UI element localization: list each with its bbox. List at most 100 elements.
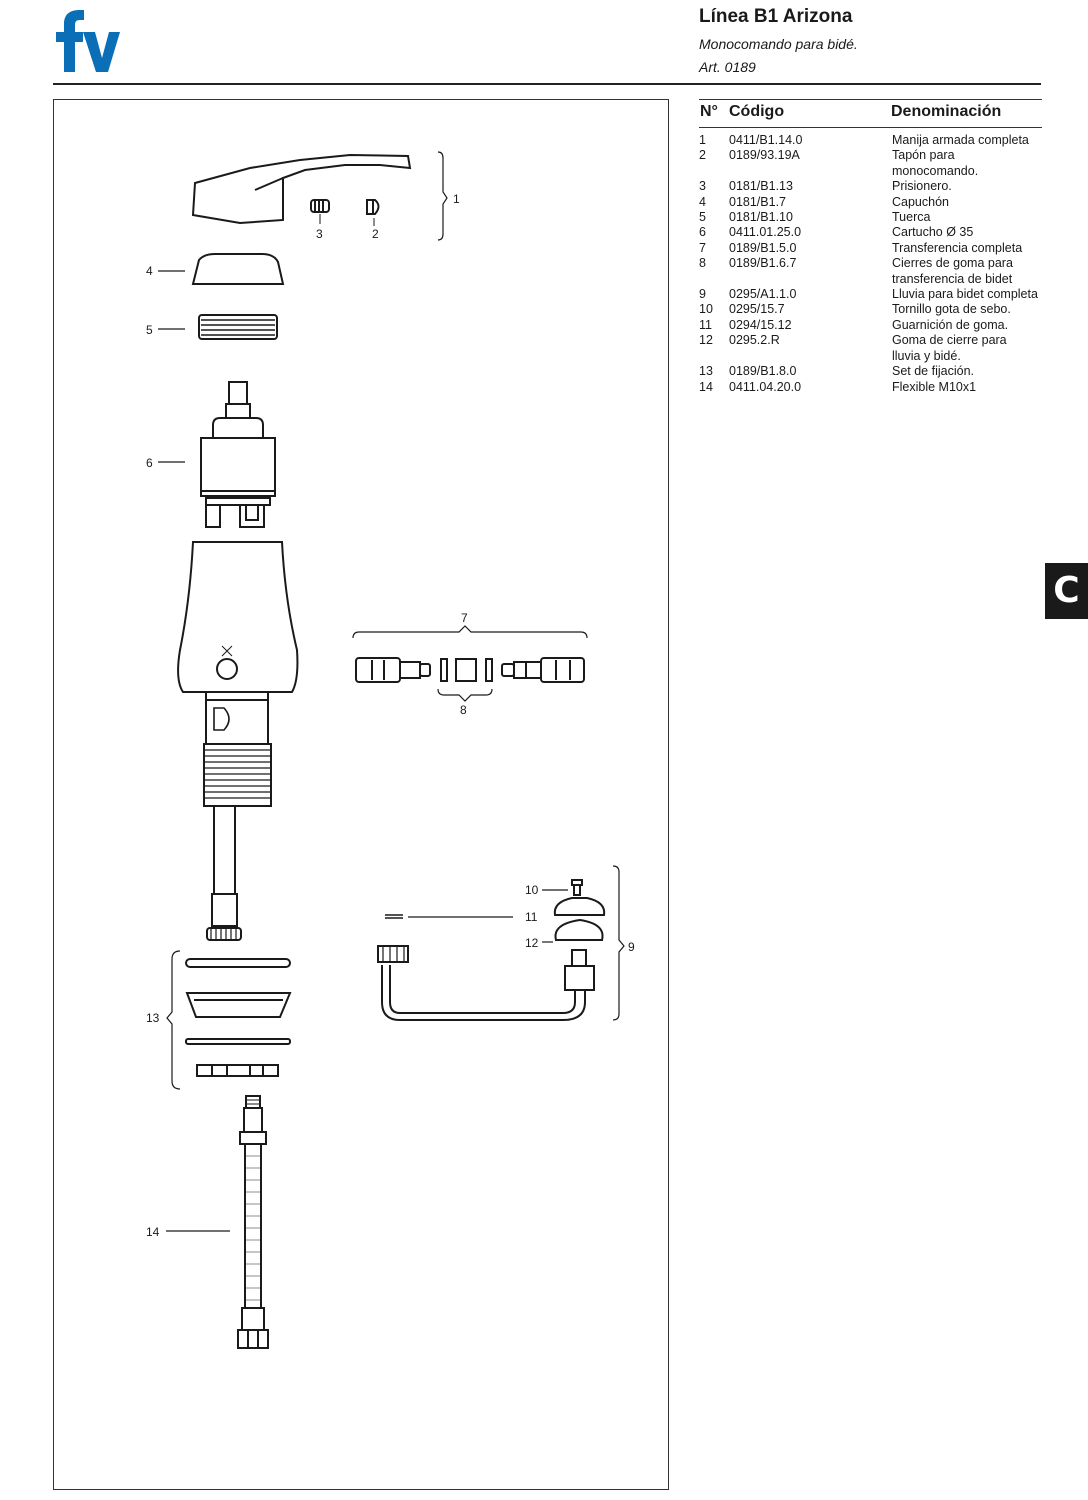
part-screw-3 bbox=[310, 199, 330, 224]
callout-5: 5 bbox=[146, 323, 153, 337]
header-no: N° bbox=[700, 103, 718, 120]
table-row: 11 0294/15.12 Guarnición de goma. bbox=[699, 318, 1042, 333]
row-code: 0189/B1.8.0 bbox=[729, 364, 797, 379]
part-cartridge bbox=[200, 381, 276, 528]
row-code: 0295/A1.1.0 bbox=[729, 287, 797, 302]
part-transfer bbox=[355, 657, 585, 683]
table-row: 7 0189/B1.5.0 Transferencia completa bbox=[699, 241, 1042, 256]
row-name: Cierres de goma para transferencia de bi… bbox=[892, 256, 1013, 286]
row-code: 0411.04.20.0 bbox=[729, 379, 802, 394]
row-name: Capuchón bbox=[892, 194, 949, 209]
table-row: 12 0295.2.R Goma de cierre para lluvia y b… bbox=[699, 333, 1042, 364]
diagram-frame bbox=[53, 99, 669, 1490]
page-title: Línea B1 Arizona bbox=[699, 6, 853, 27]
row-name: Tuerca bbox=[892, 210, 931, 225]
callout-12: 12 bbox=[525, 936, 539, 950]
callout-10: 10 bbox=[525, 883, 539, 897]
row-name: Prisionero. bbox=[892, 179, 952, 194]
row-name: Manija armada completa bbox=[892, 133, 1029, 147]
part-nut bbox=[198, 314, 278, 340]
row-code: 0411/B1.14.0 bbox=[729, 133, 803, 147]
callout-4: 4 bbox=[146, 264, 153, 278]
callout-13: 13 bbox=[146, 1011, 160, 1025]
header-rule bbox=[53, 83, 1041, 85]
row-name: Transferencia completa bbox=[892, 240, 1023, 255]
callout-8: 8 bbox=[460, 703, 467, 717]
row-code: 0189/93.19A bbox=[729, 148, 800, 163]
row-no: 2 bbox=[699, 148, 706, 163]
table-row: 6 0411.01.25.0 Cartucho Ø 35 bbox=[699, 225, 1042, 240]
bracket-1 bbox=[437, 151, 448, 241]
row-no: 10 bbox=[699, 302, 713, 317]
callout-2: 2 bbox=[372, 227, 379, 241]
bracket-13 bbox=[166, 950, 181, 1090]
row-code: 0295/15.7 bbox=[729, 302, 785, 317]
row-no: 9 bbox=[699, 287, 706, 302]
row-name: Tapón para monocomando. bbox=[892, 148, 979, 178]
part-flexible-hose bbox=[237, 1095, 269, 1349]
part-plug-2 bbox=[366, 199, 380, 226]
row-no: 6 bbox=[699, 225, 706, 240]
row-no: 13 bbox=[699, 364, 713, 379]
table-row: 10 0295/15.7 Tornillo gota de sebo. bbox=[699, 302, 1042, 317]
row-no: 5 bbox=[699, 210, 706, 225]
row-code: 0295.2.R bbox=[729, 333, 780, 348]
row-no: 3 bbox=[699, 179, 706, 194]
row-code: 0294/15.12 bbox=[729, 317, 792, 332]
table-row: 5 0181/B1.10 Tuerca bbox=[699, 210, 1042, 225]
row-name: Cartucho Ø 35 bbox=[892, 225, 974, 240]
callout-14: 14 bbox=[146, 1225, 160, 1239]
callout-3: 3 bbox=[316, 227, 323, 241]
part-cap bbox=[191, 253, 285, 285]
callout-1: 1 bbox=[453, 192, 460, 206]
row-code: 0189/B1.5.0 bbox=[729, 240, 797, 255]
parts-table: N° Código Denominación 1 0411/B1.14.0 Mani… bbox=[699, 99, 1042, 395]
row-code: 0411.01.25.0 bbox=[729, 225, 802, 240]
row-no: 11 bbox=[699, 317, 712, 332]
row-name: Flexible M10x1 bbox=[892, 379, 977, 394]
table-row: 13 0189/B1.8.0 Set de fijación. bbox=[699, 364, 1042, 379]
callout-7: 7 bbox=[461, 611, 468, 625]
part-handle bbox=[191, 153, 412, 225]
row-code: 0181/B1.13 bbox=[729, 179, 793, 194]
table-header: N° Código Denominación bbox=[699, 99, 1042, 128]
row-code: 0189/B1.6.7 bbox=[729, 256, 797, 271]
part-fixing-set bbox=[185, 958, 292, 1077]
row-no: 7 bbox=[699, 240, 706, 255]
row-name: Guarnición de goma. bbox=[892, 317, 1009, 332]
bracket-9 bbox=[612, 865, 625, 1021]
table-row: 14 0411.04.20.0 Flexible M10x1 bbox=[699, 380, 1042, 395]
page-subtitle: Monocomando para bidé. bbox=[699, 36, 858, 52]
row-name: Lluvia para bidet completa bbox=[892, 287, 1038, 302]
row-name: Goma de cierre para lluvia y bidé. bbox=[892, 333, 1007, 363]
callout-6: 6 bbox=[146, 456, 153, 470]
table-row: 8 0189/B1.6.7 Cierres de goma para transfe… bbox=[699, 256, 1042, 287]
table-row: 1 0411/B1.14.0 Manija armada completa bbox=[699, 133, 1042, 148]
callout-11: 11 bbox=[525, 910, 538, 924]
part-body bbox=[177, 541, 299, 941]
article-number: Art. 0189 bbox=[699, 59, 756, 75]
table-row: 4 0181/B1.7 Capuchón bbox=[699, 195, 1042, 210]
fv-logo bbox=[56, 10, 120, 72]
table-body: 1 0411/B1.14.0 Manija armada completa 2 018… bbox=[699, 133, 1042, 395]
table-row: 3 0181/B1.13 Prisionero. bbox=[699, 179, 1042, 194]
row-name: Set de fijación. bbox=[892, 364, 974, 379]
row-no: 4 bbox=[699, 194, 706, 209]
row-no: 8 bbox=[699, 256, 706, 271]
header-name: Denominación bbox=[891, 103, 1002, 120]
row-no: 1 bbox=[699, 133, 706, 147]
bracket-7 bbox=[352, 625, 588, 639]
row-name: Tornillo gota de sebo. bbox=[892, 302, 1011, 317]
row-no: 14 bbox=[699, 379, 713, 394]
header-code: Código bbox=[729, 103, 785, 120]
part-bidet-spray bbox=[377, 879, 606, 1021]
callout-9: 9 bbox=[628, 940, 635, 954]
table-row: 9 0295/A1.1.0 Lluvia para bidet completa bbox=[699, 287, 1042, 302]
bracket-8 bbox=[437, 688, 493, 702]
row-no: 12 bbox=[699, 333, 713, 348]
section-tab: C bbox=[1045, 563, 1088, 619]
row-code: 0181/B1.7 bbox=[729, 194, 786, 209]
table-row: 2 0189/93.19A Tapón para monocomando. bbox=[699, 148, 1042, 179]
row-code: 0181/B1.10 bbox=[729, 210, 793, 225]
